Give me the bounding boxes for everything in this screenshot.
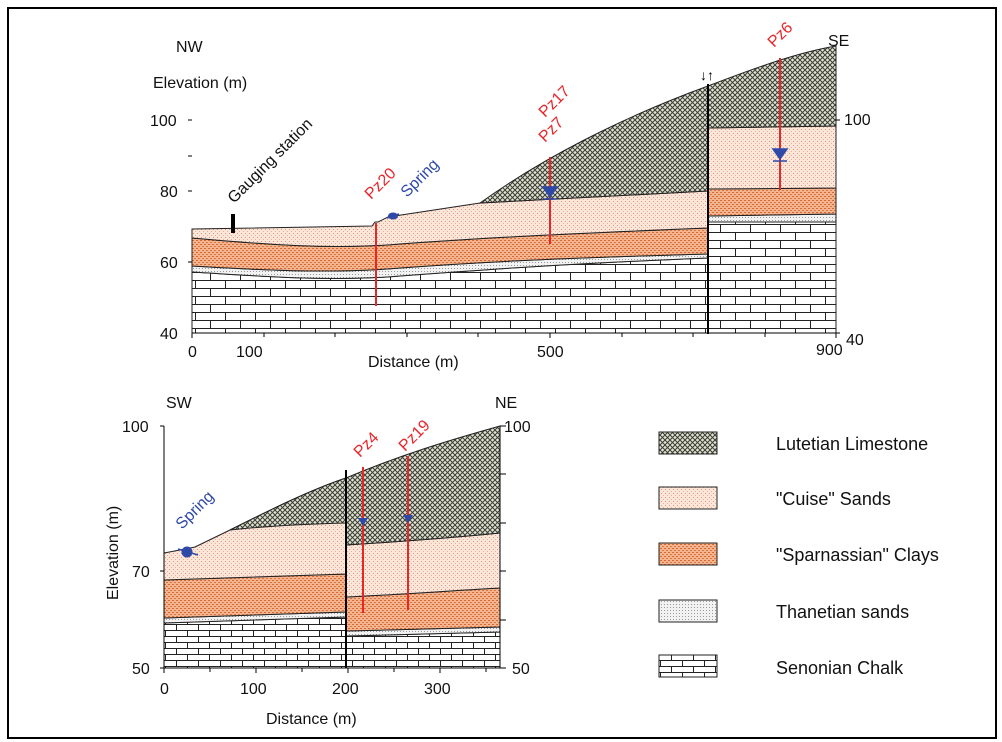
bottom-spring-icon xyxy=(177,546,199,558)
legend-label-thanetian: Thanetian sands xyxy=(776,602,909,622)
well-pz7-water-table-icon xyxy=(541,186,559,200)
legend-swatch-chalk xyxy=(658,654,718,678)
top-direction-right: SE xyxy=(828,33,849,50)
bottom-bottom-ticks xyxy=(163,668,487,673)
bottom-chalk-layer-east xyxy=(345,631,501,669)
legend-swatch-thanetian xyxy=(658,599,718,623)
bottom-x-tick-300: 300 xyxy=(424,681,451,698)
gauging-station-marker xyxy=(231,214,235,233)
top-spring-icon xyxy=(386,212,400,220)
bottom-y-tick-50: 50 xyxy=(132,661,150,678)
well-pz20-label: Pz20 xyxy=(362,165,400,203)
top-cross-section: ↓↑ NW SE Elevation (m) Distanc xyxy=(150,19,871,371)
bottom-left-ticks xyxy=(160,425,164,669)
top-chalk-layer-east xyxy=(707,221,837,334)
top-right-ticks xyxy=(836,119,840,334)
figure-frame xyxy=(7,7,997,739)
well-pz4-label: Pz4 xyxy=(351,429,383,461)
legend-label-clay: "Sparnassian" Clays xyxy=(776,545,939,565)
legend-label-cuise: "Cuise" Sands xyxy=(776,489,891,509)
well-pz6-label: Pz6 xyxy=(765,19,797,51)
bottom-y-axis-title: Elevation (m) xyxy=(105,506,122,600)
top-limestone-layer-east xyxy=(707,45,837,129)
top-spring-label: Spring xyxy=(398,156,443,201)
legend-label-limestone: Lutetian Limestone xyxy=(776,434,928,454)
bottom-cross-section: SW NE Elevation (m) Distance (m) 100 70 … xyxy=(105,395,531,728)
gauging-station-label: Gauging station xyxy=(225,116,316,207)
bottom-right-ticks xyxy=(500,425,506,669)
top-x-tick-0: 0 xyxy=(188,344,197,361)
top-y-tick-60: 60 xyxy=(160,255,178,272)
bottom-x-tick-0: 0 xyxy=(160,681,169,698)
legend-swatch-limestone xyxy=(658,431,718,455)
top-y-tick-right-40: 40 xyxy=(846,332,864,349)
legend: Lutetian Limestone "Cuise" Sands "Sparna… xyxy=(658,431,939,678)
top-y-tick-40: 40 xyxy=(160,326,178,343)
top-y-tick-100: 100 xyxy=(150,113,177,130)
bottom-direction-right: NE xyxy=(495,395,517,412)
well-pz6-water-table-icon xyxy=(771,148,789,162)
top-y-axis-title: Elevation (m) xyxy=(153,75,247,92)
top-direction-left: NW xyxy=(176,39,204,56)
top-clay-layer-east xyxy=(707,187,837,217)
well-pz7-label: Pz7 xyxy=(536,114,568,146)
bottom-chalk-layer xyxy=(163,616,347,669)
legend-swatch-clay xyxy=(658,542,718,566)
legend-swatch-cuise xyxy=(658,486,718,510)
top-x-tick-900: 900 xyxy=(816,342,843,359)
bottom-limestone-layer xyxy=(229,477,347,531)
well-pz4-water-table-icon xyxy=(358,518,368,526)
top-y-tick-80: 80 xyxy=(160,184,178,201)
top-x-axis-title: Distance (m) xyxy=(368,354,459,371)
bottom-y-tick-70: 70 xyxy=(132,564,150,581)
bottom-direction-left: SW xyxy=(166,395,193,412)
top-limestone-layer xyxy=(478,85,709,204)
bottom-x-tick-200: 200 xyxy=(332,681,359,698)
top-fault-symbol: ↓↑ xyxy=(700,67,714,83)
bottom-clay-layer xyxy=(163,573,347,619)
top-cuise-layer-east xyxy=(707,125,837,190)
top-x-tick-100: 100 xyxy=(236,344,263,361)
bottom-x-axis-title: Distance (m) xyxy=(266,711,357,728)
top-x-tick-500: 500 xyxy=(537,344,564,361)
top-y-tick-right-100: 100 xyxy=(844,112,871,129)
top-bottom-ticks xyxy=(191,333,837,338)
bottom-y-tick-100: 100 xyxy=(122,419,149,436)
bottom-x-tick-100: 100 xyxy=(240,681,267,698)
bottom-y-tick-right-50: 50 xyxy=(512,661,530,678)
bottom-y-tick-right-100: 100 xyxy=(504,419,531,436)
legend-label-chalk: Senonian Chalk xyxy=(776,658,904,678)
bottom-spring-label: Spring xyxy=(173,488,218,533)
well-pz19-water-table-icon xyxy=(403,515,413,523)
top-left-ticks xyxy=(188,119,192,263)
